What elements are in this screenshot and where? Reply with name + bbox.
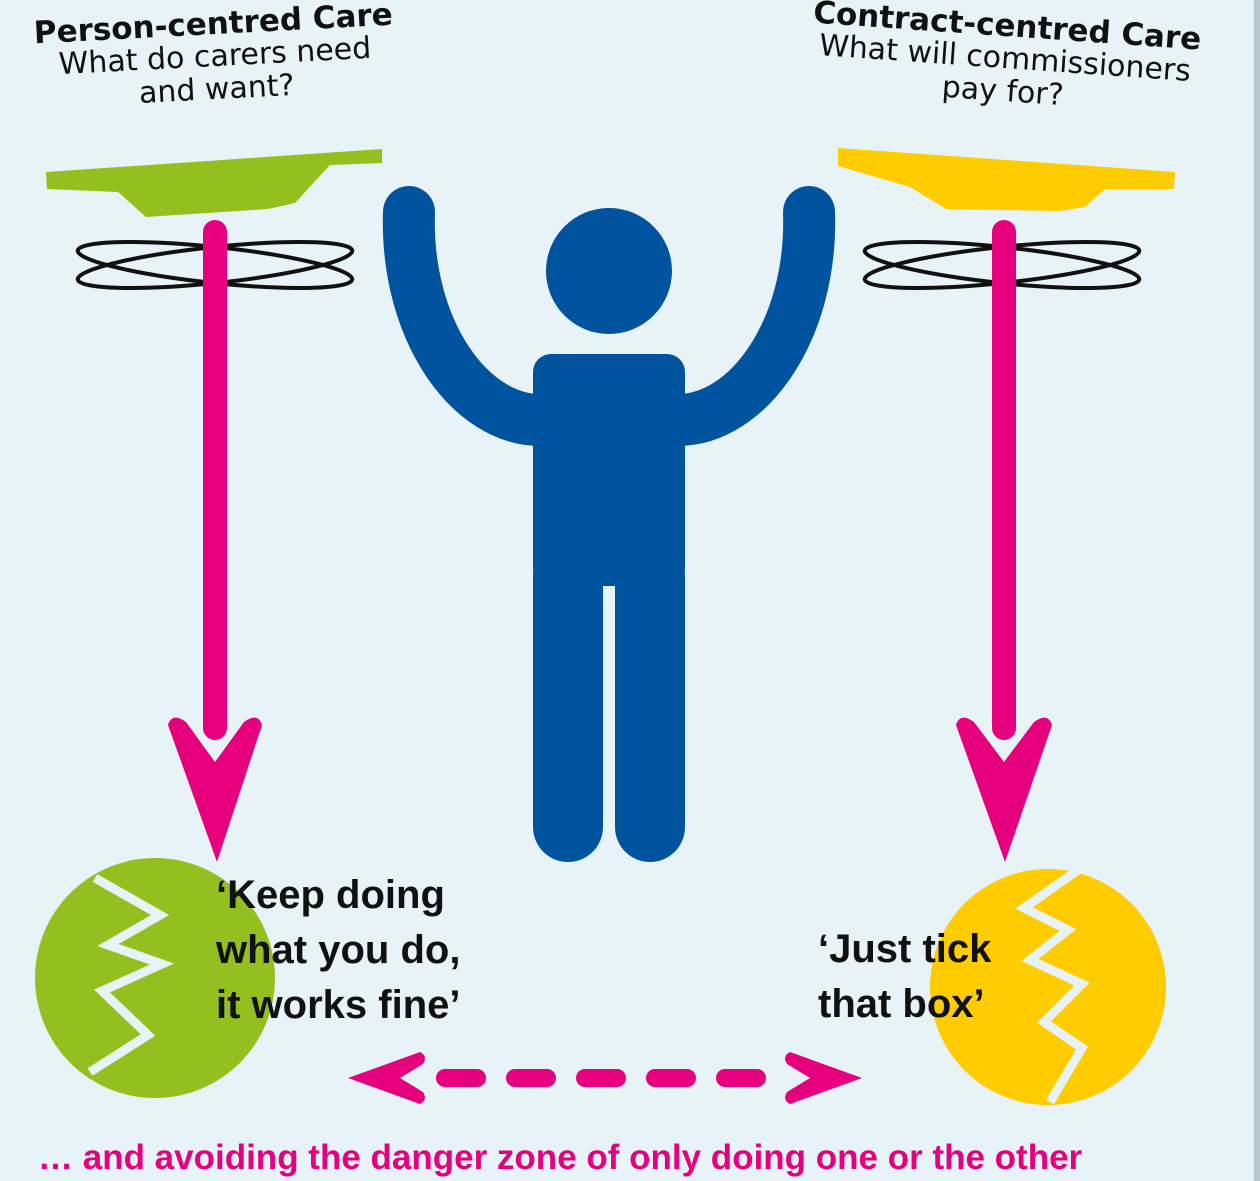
right-quote-line2: that box’ — [818, 982, 985, 1026]
left-quote-line2: what you do, — [216, 928, 461, 972]
right-down-arrow-icon — [956, 220, 1052, 862]
left-quote: ‘Keep doing what you do, it works fine’ — [216, 868, 516, 1033]
right-spinning-plate-icon — [838, 148, 1175, 211]
left-quote-line3: it works fine’ — [216, 983, 461, 1027]
right-broken-plate-icon — [930, 866, 1166, 1105]
person-arms-raised-icon — [382, 186, 836, 862]
right-quote: ‘Just tick that box’ — [818, 922, 1038, 1032]
frame-edge — [1254, 0, 1260, 1181]
left-spinning-plate-icon — [46, 149, 382, 217]
left-broken-plate-icon — [35, 858, 275, 1098]
left-down-arrow-icon — [168, 220, 262, 862]
double-headed-arrow-icon — [348, 1052, 862, 1104]
footer-caption: … and avoiding the danger zone of only d… — [38, 1138, 1083, 1177]
right-quote-line1: ‘Just tick — [818, 927, 992, 971]
left-quote-line1: ‘Keep doing — [216, 873, 445, 917]
